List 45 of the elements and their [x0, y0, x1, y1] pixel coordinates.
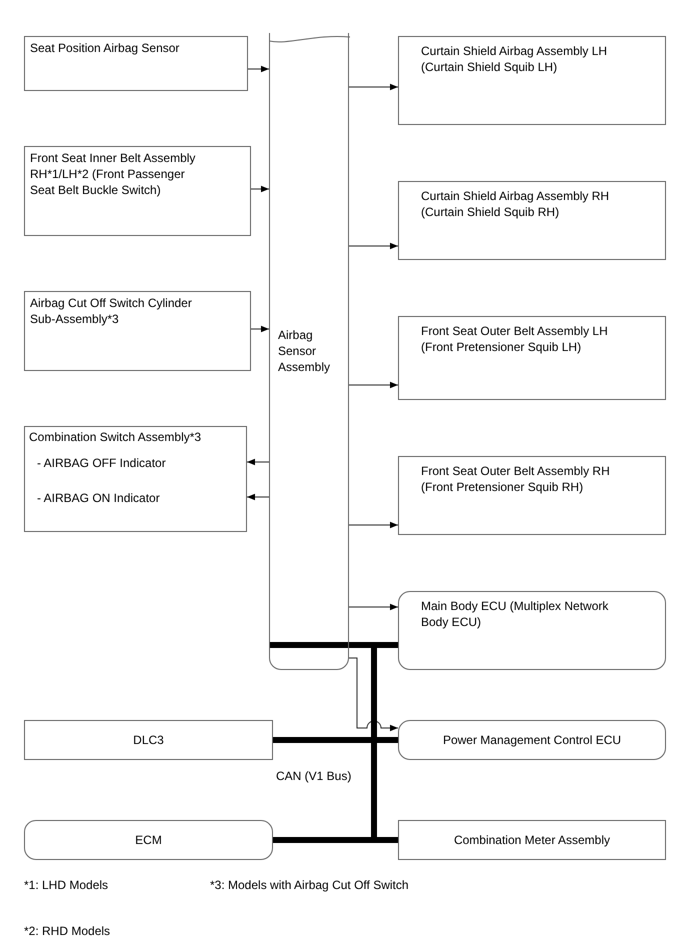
- node-label: Main Body ECU (Multiplex Network Body ECU): [421, 598, 610, 630]
- indicator-label: - AIRBAG OFF Indicator: [36, 455, 167, 471]
- process-box: [24, 36, 248, 91]
- process-box: [398, 591, 666, 670]
- node-heading: Combination Switch Assembly*3: [28, 429, 202, 445]
- arrow: [348, 242, 398, 250]
- process-box: [24, 146, 251, 236]
- sensor-block: [269, 33, 349, 670]
- node-label: Power Management Control ECU: [442, 732, 622, 748]
- arrow: [348, 382, 398, 388]
- indicator-label: - AIRBAG ON Indicator: [36, 490, 161, 506]
- node-label: Front Seat Inner Belt Assembly RH*1/LH*2 (Front Passenger Seat Belt Buckle Switch): [30, 150, 196, 198]
- node-label: Combination Meter Assembly: [454, 832, 610, 848]
- process-box: [24, 291, 251, 371]
- process-box: [398, 36, 666, 125]
- arrow: [246, 458, 270, 466]
- footnote: *2: RHD Models: [24, 923, 110, 939]
- node-label: Curtain Shield Airbag Assembly LH (Curtain Shield Squib LH): [421, 43, 608, 75]
- arrow: [246, 494, 270, 500]
- process-box: [398, 456, 666, 535]
- arrow: [348, 658, 398, 732]
- node-label: Curtain Shield Airbag Assembly RH (Curtain Shield Squib RH): [421, 188, 610, 220]
- arrow: [348, 604, 398, 610]
- process-box: [398, 181, 666, 260]
- arrow: [348, 84, 398, 90]
- arrow: [250, 186, 270, 192]
- process-box: [398, 820, 666, 860]
- arrow: [348, 522, 398, 528]
- node-label: Seat Position Airbag Sensor: [30, 40, 180, 56]
- node-label: Airbag Sensor Assembly: [277, 327, 332, 375]
- footnote: *1: LHD Models: [24, 877, 108, 893]
- bus-label: CAN (V1 Bus): [276, 768, 352, 784]
- node-label: ECM: [135, 832, 162, 848]
- footnote: *3: Models with Airbag Cut Off Switch: [210, 877, 409, 893]
- process-box: [24, 820, 273, 860]
- node-label: Front Seat Outer Belt Assembly RH (Front Pretensioner Squib RH): [421, 463, 611, 495]
- process-box: [24, 720, 273, 760]
- node-label: Front Seat Outer Belt Assembly LH (Front Pretensioner Squib LH): [421, 323, 609, 355]
- process-box: [24, 426, 247, 532]
- process-box: [398, 720, 666, 760]
- node-label: Airbag Cut Off Switch Cylinder Sub-Assembly*3: [30, 295, 193, 327]
- arrow: [248, 66, 270, 72]
- arrow: [250, 326, 270, 332]
- process-box: [398, 316, 666, 400]
- node-label: DLC3: [133, 732, 164, 748]
